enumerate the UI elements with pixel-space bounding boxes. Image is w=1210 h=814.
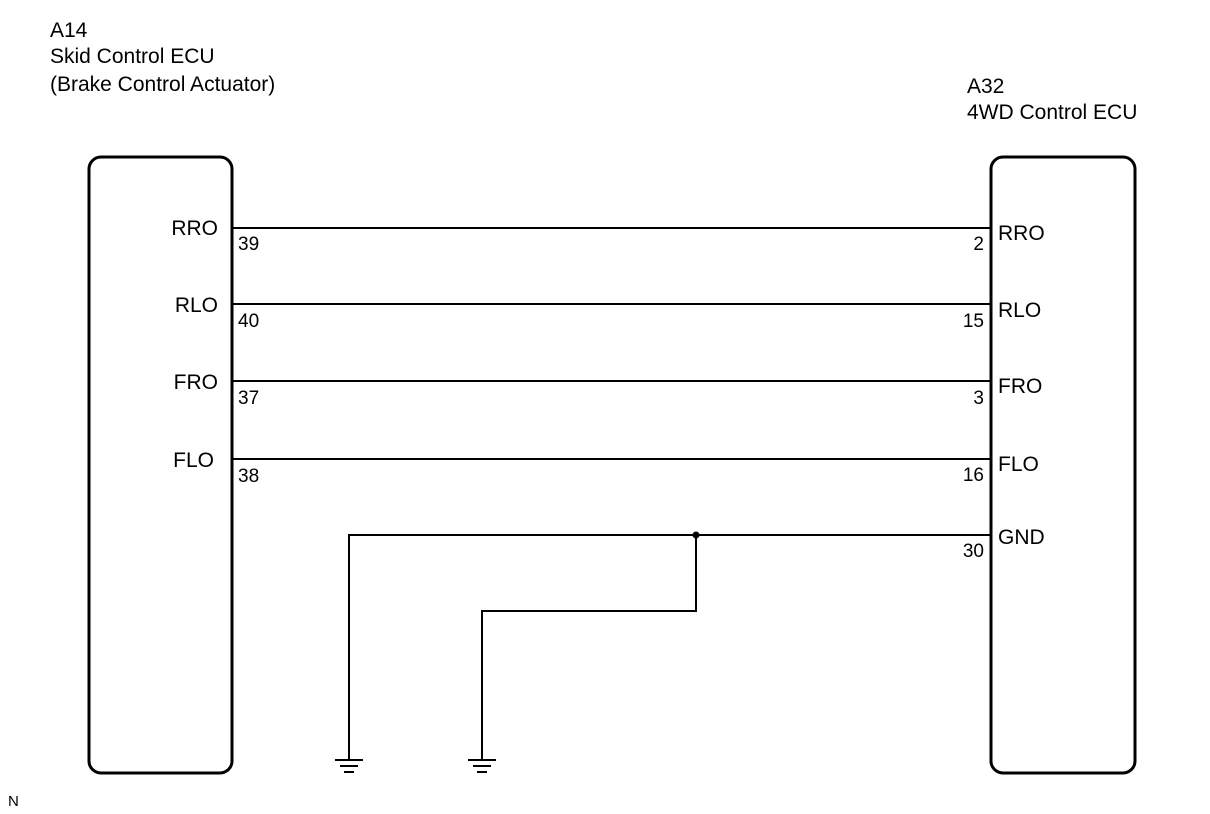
ground-symbol-icon — [468, 759, 496, 773]
ground-wire-main — [348, 534, 991, 760]
left-ecu-name: Skid Control ECU — [50, 45, 215, 68]
corner-mark: N — [8, 793, 19, 810]
right-pin-number: 16 — [963, 465, 984, 486]
right-signal-label: RRO — [998, 222, 1045, 245]
ground-pin-number: 30 — [963, 541, 984, 562]
left-signal-label: FLO — [173, 449, 214, 472]
left-ecu-code: A14 — [50, 19, 88, 42]
right-ecu-name: 4WD Control ECU — [967, 101, 1137, 124]
left-pin-number: 39 — [238, 234, 259, 255]
left-pin-number: 37 — [238, 388, 259, 409]
left-ecu-box — [87, 155, 234, 775]
junction-dot — [692, 531, 700, 539]
right-signal-label: FLO — [998, 453, 1039, 476]
right-signal-label: FRO — [998, 375, 1042, 398]
left-signal-label: RRO — [171, 217, 218, 240]
right-ecu-box — [989, 155, 1137, 775]
ground-wire-branch — [481, 535, 697, 760]
ground-signal-label: GND — [998, 526, 1045, 549]
left-signal-label: FRO — [174, 371, 218, 394]
left-pin-number: 38 — [238, 466, 259, 487]
right-pin-number: 3 — [973, 388, 984, 409]
ground-symbol-icon — [335, 759, 363, 773]
right-pin-number: 15 — [963, 311, 984, 332]
left-pin-number: 40 — [238, 311, 259, 332]
left-ecu-subname: (Brake Control Actuator) — [50, 73, 275, 96]
right-ecu-code: A32 — [967, 75, 1004, 98]
right-signal-label: RLO — [998, 299, 1041, 322]
right-pin-number: 2 — [973, 234, 984, 255]
left-signal-label: RLO — [175, 294, 218, 317]
